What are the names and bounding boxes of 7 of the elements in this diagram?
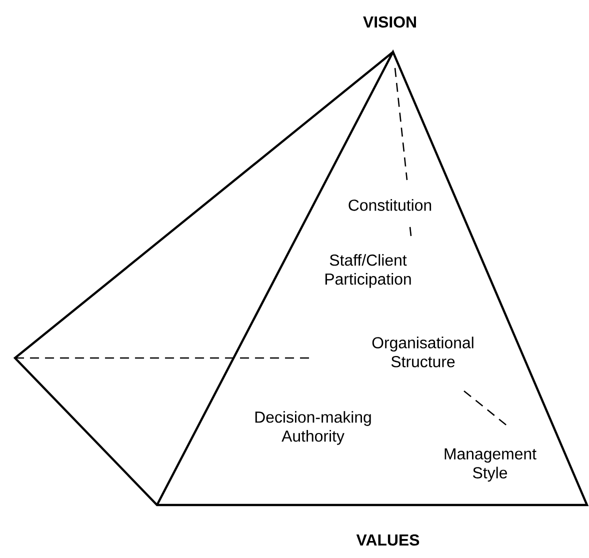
part-label: Management Style bbox=[444, 448, 536, 482]
heading: VALUES bbox=[356, 534, 420, 546]
part-label: Decision-making Authority bbox=[255, 411, 371, 445]
part-label: Staff/Client Participation bbox=[325, 254, 411, 288]
part-label: Organisational Structure bbox=[372, 336, 474, 368]
part-label: Constitution bbox=[348, 199, 432, 211]
heading: VISION bbox=[363, 16, 416, 28]
